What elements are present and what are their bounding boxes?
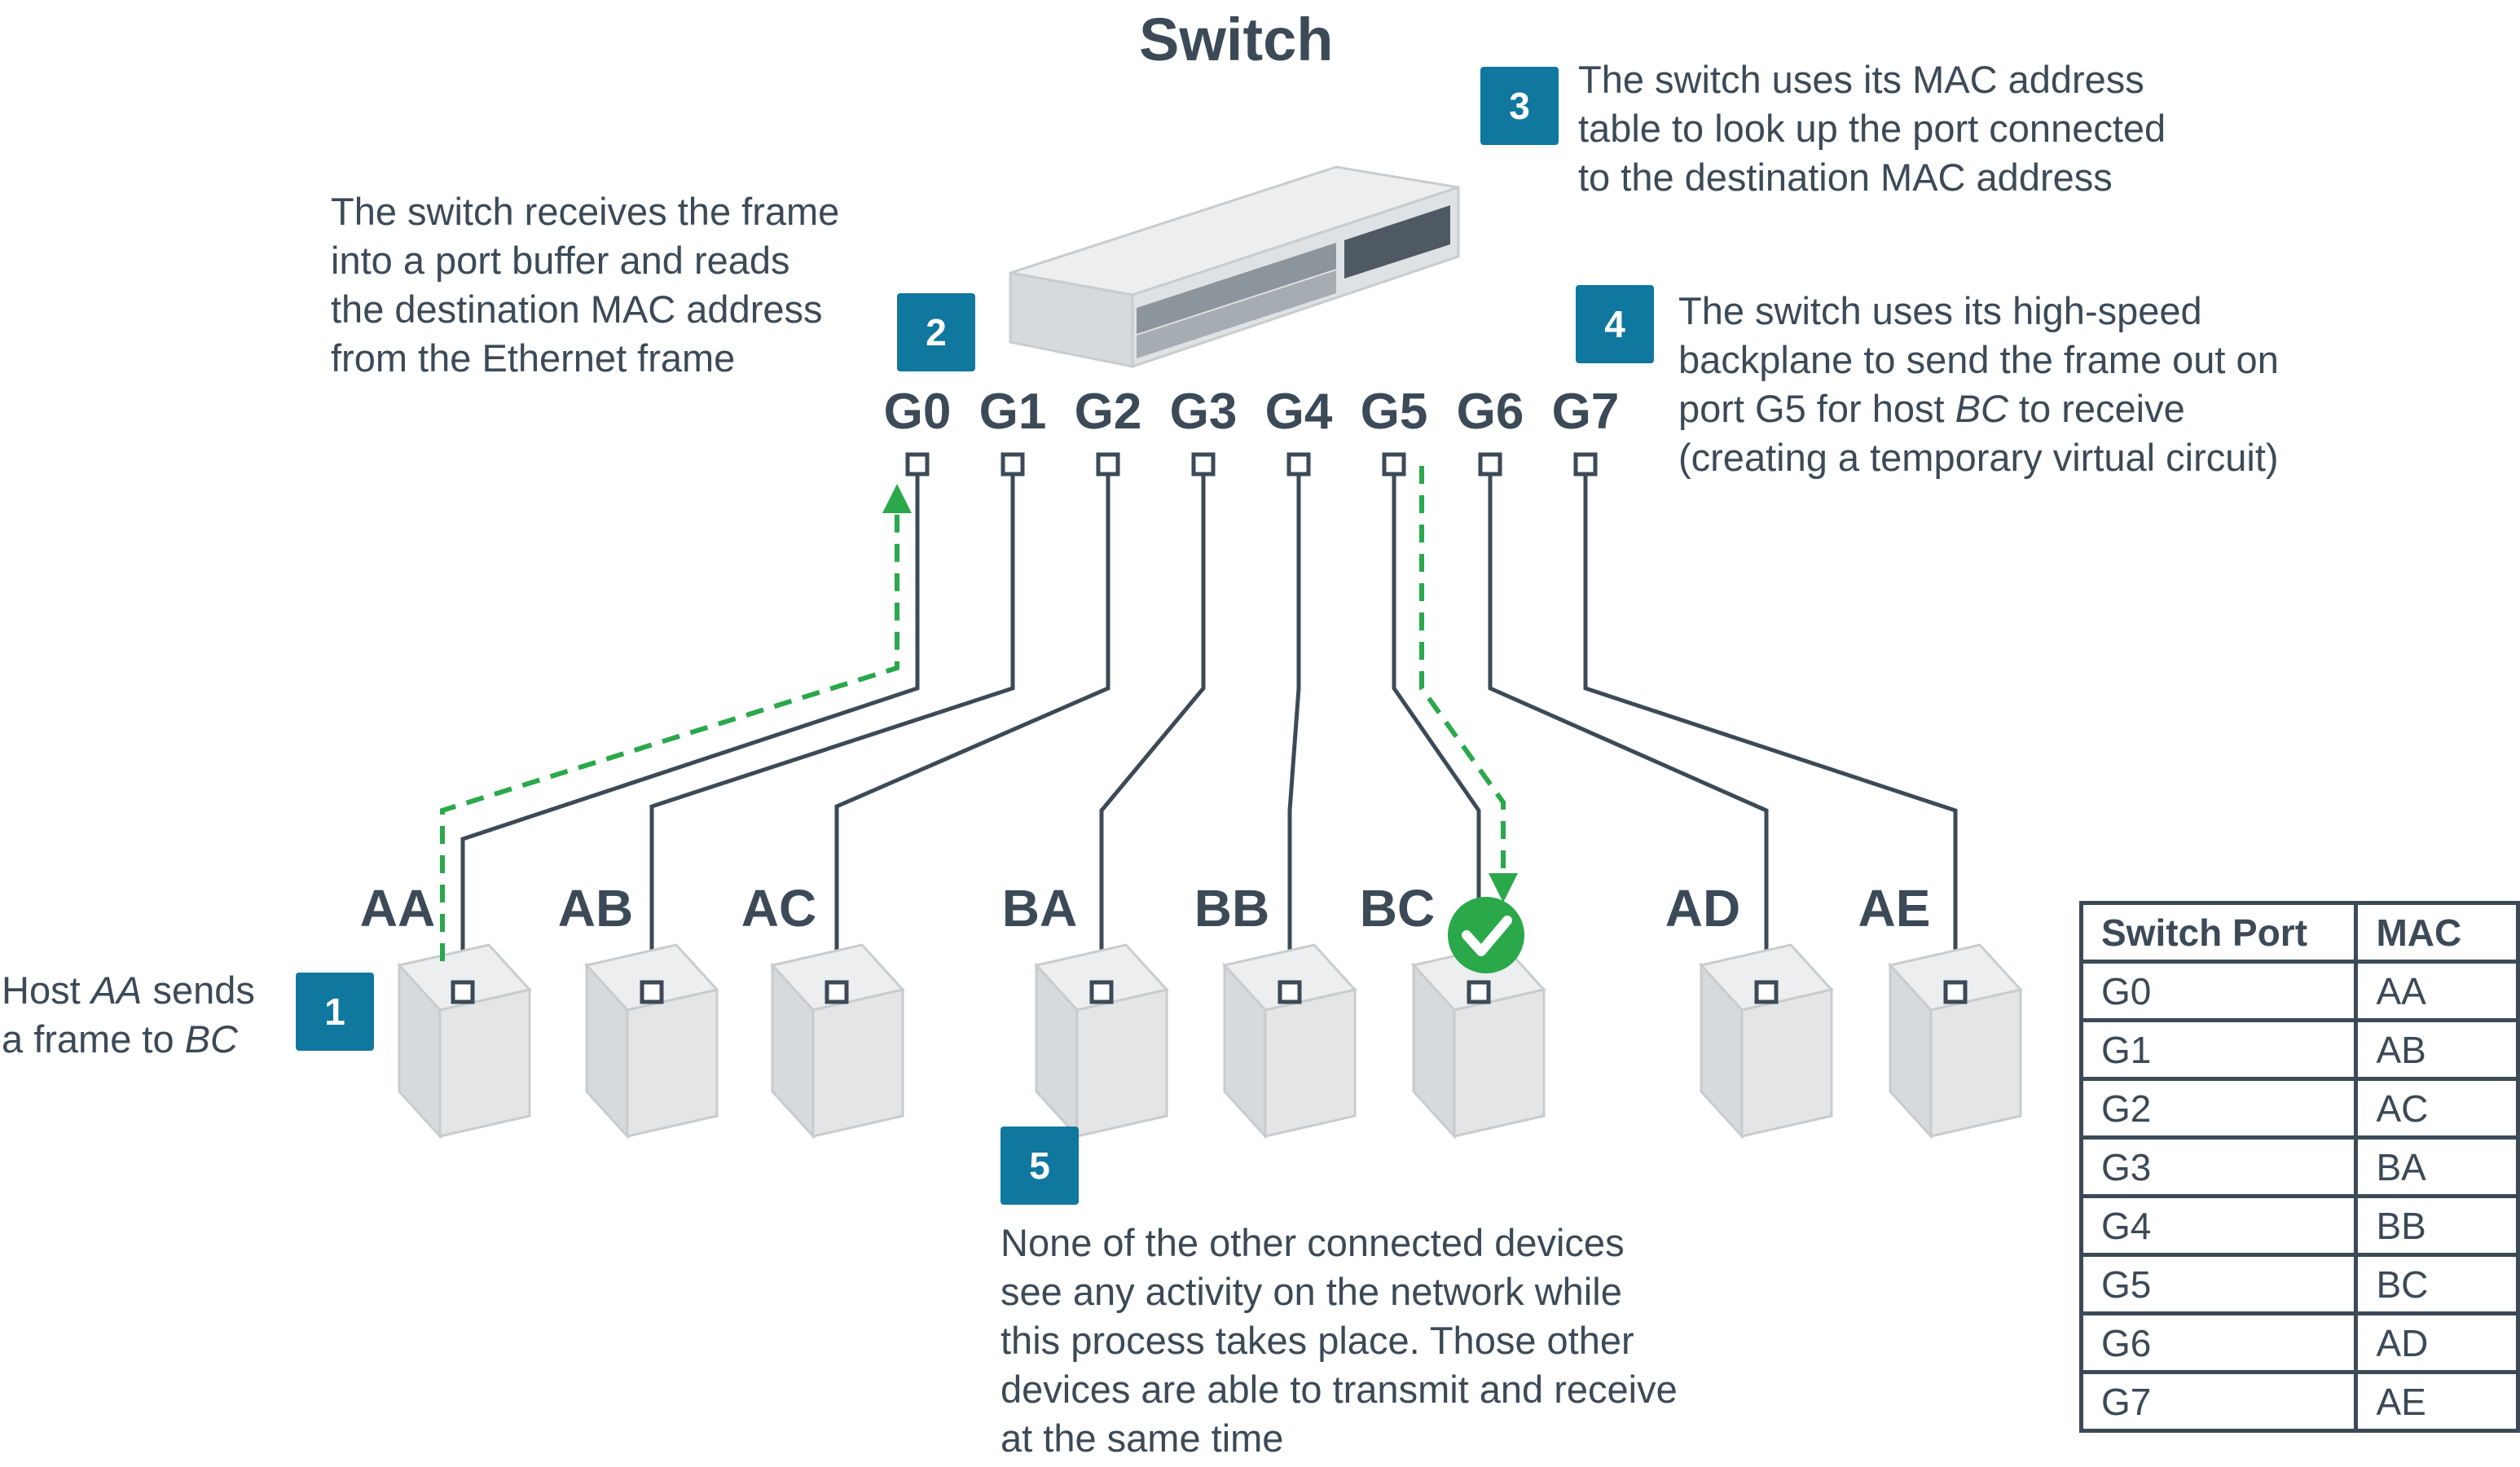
host-label-aa: AA <box>359 879 436 938</box>
link-g3-ba <box>1099 466 1206 990</box>
step-1-text: Host AA sends a frame to BC <box>2 968 255 1061</box>
cell-mac: AE <box>2354 1370 2520 1433</box>
host-label-ae: AE <box>1858 879 1931 938</box>
host-label-ac: AC <box>741 879 817 938</box>
port-label-g5: G5 <box>1360 384 1428 440</box>
link-g0-aa <box>460 466 920 990</box>
table-header-row: Switch Port MAC <box>2078 901 2520 964</box>
computer-ba <box>1034 943 1169 1140</box>
link-g4-bb <box>1287 466 1301 990</box>
switch-device <box>1009 165 1460 369</box>
column-header-switch-port: Switch Port <box>2078 901 2359 964</box>
step-4-badge: 4 <box>1576 285 1654 363</box>
host-label-ad: AD <box>1665 879 1741 938</box>
link-g1-ab <box>649 466 1015 990</box>
port-label-g1: G1 <box>979 384 1047 440</box>
cell-mac: AD <box>2354 1311 2520 1374</box>
link-g2-ac <box>834 466 1110 990</box>
port-label-g6: G6 <box>1456 384 1524 440</box>
computer-ae <box>1888 943 2023 1140</box>
host-label-bc: BC <box>1359 879 1436 938</box>
computer-ac <box>770 943 905 1140</box>
host-label-ab: AB <box>557 879 634 938</box>
cell-port: G4 <box>2078 1194 2359 1257</box>
step-5-text: None of the other connected devices see … <box>1001 1221 1678 1460</box>
cell-port: G0 <box>2078 960 2359 1022</box>
column-header-mac: MAC <box>2354 901 2520 964</box>
step-5-badge: 5 <box>1001 1127 1079 1205</box>
computer-ab <box>584 943 719 1140</box>
computer-aa <box>397 943 532 1140</box>
computer-ad <box>1699 943 1834 1140</box>
step-3-text: The switch uses its MAC address table to… <box>1578 58 2166 199</box>
port-connectors <box>905 452 1598 477</box>
cell-port: G3 <box>2078 1135 2359 1198</box>
step-2-badge: 2 <box>897 293 975 371</box>
step-2-text: The switch receives the frame into a por… <box>331 190 840 380</box>
host-label-bb: BB <box>1194 879 1270 938</box>
host-connectors <box>451 980 1968 1004</box>
port-label-g2: G2 <box>1074 384 1142 440</box>
check-icon <box>1448 897 1524 973</box>
connection-lines <box>460 466 1958 990</box>
frame-path <box>440 466 1518 961</box>
step-3-badge: 3 <box>1480 67 1559 145</box>
port-label-g7: G7 <box>1551 384 1620 440</box>
cell-port: G1 <box>2078 1018 2359 1081</box>
link-g6-ad <box>1488 466 1769 990</box>
step-1-badge: 1 <box>296 973 374 1051</box>
cell-mac: BB <box>2354 1194 2520 1257</box>
port-label-g0: G0 <box>883 384 952 440</box>
cell-mac: BA <box>2354 1135 2520 1198</box>
port-label-g4: G4 <box>1264 384 1333 440</box>
host-label-ba: BA <box>1001 879 1078 938</box>
switch-title: Switch <box>1139 6 1334 73</box>
computer-bc <box>1411 943 1546 1140</box>
cell-port: G6 <box>2078 1311 2359 1374</box>
cell-port: G2 <box>2078 1077 2359 1140</box>
host-computers <box>397 943 2023 1140</box>
cell-mac: AA <box>2354 960 2520 1022</box>
path-aa-to-g0 <box>440 484 912 961</box>
link-g7-ae <box>1583 466 1958 990</box>
cell-mac: AC <box>2354 1077 2520 1140</box>
computer-bb <box>1222 943 1357 1140</box>
step-4-text: The switch uses its high-speed backplane… <box>1678 289 2279 479</box>
port-label-g3: G3 <box>1169 384 1238 440</box>
cell-port: G7 <box>2078 1370 2359 1433</box>
cell-port: G5 <box>2078 1253 2359 1315</box>
cell-mac: BC <box>2354 1253 2520 1315</box>
cell-mac: AB <box>2354 1018 2520 1081</box>
